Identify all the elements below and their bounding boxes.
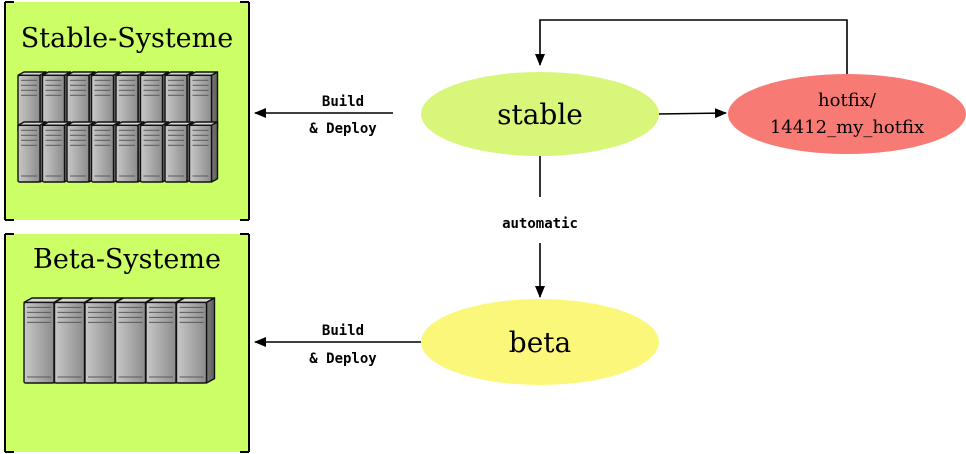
- automatic-label: automatic: [502, 216, 578, 232]
- server-icon: [164, 121, 194, 183]
- stable-build-label-line1: Build: [322, 94, 364, 110]
- stable-build-label-line2: & Deploy: [309, 121, 377, 137]
- beta-build-label-line1: Build: [322, 323, 364, 339]
- beta-node-label: beta: [509, 326, 571, 359]
- beta-systems-title: Beta-Systeme: [33, 244, 221, 275]
- stable-server-rack: [17, 71, 219, 183]
- hotfix-node-label-line1: hotfix/: [818, 90, 877, 111]
- server-icon: [188, 71, 219, 133]
- server-icon: [115, 121, 145, 183]
- hotfix-to-stable-arrow: [535, 19, 848, 77]
- hotfix-node: hotfix/ 14412_my_hotfix: [728, 74, 966, 154]
- stable-systems-box: Stable-Systeme: [4, 1, 250, 221]
- stable-node: stable: [421, 72, 659, 156]
- beta-systems-box: Beta-Systeme: [4, 233, 250, 453]
- beta-node: beta: [421, 299, 659, 385]
- server-icon: [115, 71, 145, 133]
- stable-to-hotfix-arrow: [657, 108, 727, 119]
- stable-node-label: stable: [497, 98, 583, 131]
- beta-server-rack: [23, 297, 216, 384]
- hotfix-node-label-line2: 14412_my_hotfix: [770, 117, 924, 138]
- server-icon: [90, 71, 121, 133]
- stable-systems-title: Stable-Systeme: [21, 23, 233, 54]
- beta-build-label-line2: & Deploy: [309, 351, 377, 367]
- server-icon: [188, 121, 219, 183]
- server-icon: [175, 297, 216, 384]
